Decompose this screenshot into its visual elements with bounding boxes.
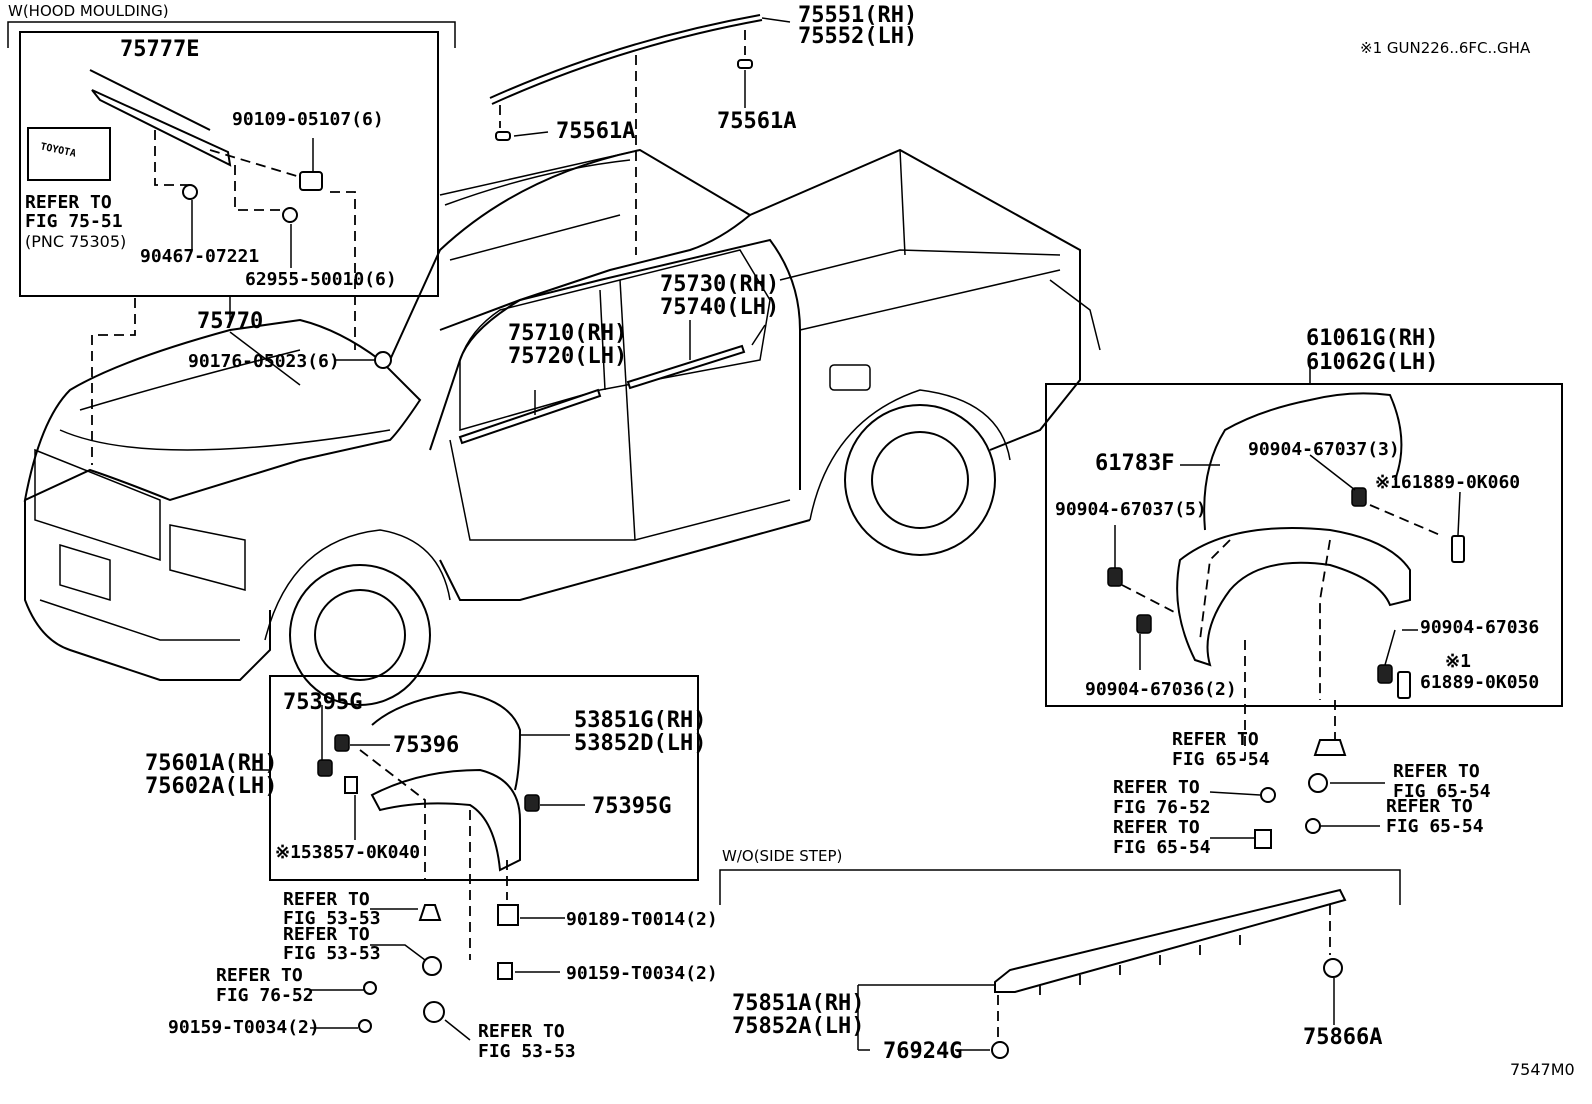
label-90904-67037-5: 90904-67037(5) [1055,499,1207,520]
label-75551: 75551(RH) [798,3,918,28]
label-62955: 62955-50010(6) [245,269,397,290]
nut-90176 [374,351,392,369]
label-refer-76-52-b1: REFER TO [216,965,303,986]
mudguard-61783F [1203,392,1403,531]
label-61783F: 61783F [1095,451,1175,476]
applicability-note: ※1 GUN226..6FC..GHA [1360,39,1531,57]
clip-90467 [182,184,198,200]
label-refer-65-54-b1: REFER TO [1393,761,1480,782]
hood-bracket [7,21,456,48]
label-refer-65-54-d2: FIG 65-54 [1386,816,1484,837]
label-90109: 90109-05107(6) [232,109,384,130]
label-90467: 90467-07221 [140,246,260,267]
label-75396: 75396 [393,733,460,758]
label-75770: 75770 [197,309,264,334]
label-90904-67037-3: 90904-67037(3) [1248,439,1400,460]
rear-fender-flare [1176,527,1411,667]
rocker-moulding [994,888,1347,993]
label-refer-53-53-b1: REFER TO [283,924,370,945]
label-refer-65-54-a1: REFER TO [1172,729,1259,750]
label-75851A: 75851A(RH) [732,991,865,1016]
label-90904-67036: 90904-67036 [1420,617,1540,638]
label-75710: 75710(RH) [508,321,628,346]
front-door-moulding [458,388,602,445]
label-76924G: 76924G [883,1039,963,1064]
label-refer-75-51-line3: (PNC 75305) [25,232,127,251]
label-refer-53-53-b2: FIG 53-53 [283,943,381,964]
label-refer-76-52-b2: FIG 76-52 [216,985,314,1006]
label-refer-53-53-a2: FIG 53-53 [283,908,381,929]
label-75602A: 75602A(LH) [145,774,278,799]
label-90904-67036-2: 90904-67036(2) [1085,679,1237,700]
side-step-bracket [719,869,1401,905]
front-fender-fasteners [317,734,540,812]
label-refer-53-53-a1: REFER TO [283,889,370,910]
label-75561A-left: 75561A [556,119,636,144]
label-75720: 75720(LH) [508,344,628,369]
label-refer-76-52-a2: FIG 76-52 [1113,797,1211,818]
front-fender-flare [370,768,521,872]
label-53851G: 53851G(RH) [574,708,707,733]
front-clip-group [358,904,519,1033]
label-note-1: ※1 [1445,651,1471,672]
mudguard-front [371,690,522,791]
label-53857-0K040: ※153857-0K040 [275,842,421,863]
rear-fender-box [1045,383,1563,707]
label-61889-0K060: ※161889-0K060 [1375,472,1521,493]
clip-75866A [1323,958,1343,978]
hood-moulding-group-label: W(HOOD MOULDING) [8,2,169,20]
label-75395G-top: 75395G [283,690,363,715]
label-refer-53-53-c1: REFER TO [478,1021,565,1042]
clip-62955 [282,207,298,223]
label-75552: 75552(LH) [798,24,918,49]
label-75730: 75730(RH) [660,272,780,297]
label-75395G-right: 75395G [592,794,672,819]
label-refer-65-54-d1: REFER TO [1386,796,1473,817]
label-61061G: 61061G(RH) [1306,326,1439,351]
label-refer-75-51-line2: FIG 75-51 [25,211,123,232]
toyota-badge-frame [27,127,111,181]
label-refer-53-53-c2: FIG 53-53 [478,1041,576,1062]
label-refer-76-52-a1: REFER TO [1113,777,1200,798]
roof-moulding-part [489,14,761,99]
label-refer-65-54-a2: FIG 65-54 [1172,749,1270,770]
label-refer-75-51-line1: REFER TO [25,192,112,213]
label-refer-65-54-c1: REFER TO [1113,817,1200,838]
clip-75561A-left [495,131,511,141]
figure-code: 7547M0 [1510,1060,1575,1079]
side-step-group-label: W/O(SIDE STEP) [722,847,843,865]
hood-moulding-box [19,31,439,297]
label-61062G: 61062G(LH) [1306,350,1439,375]
truck-illustration [23,148,1101,706]
label-75777E: 75777E [120,37,200,62]
label-75601A: 75601A(RH) [145,751,278,776]
label-75852A: 75852A(LH) [732,1014,865,1039]
label-90189: 90189-T0014(2) [566,909,718,930]
label-75740: 75740(LH) [660,295,780,320]
hood-moulding-part [91,89,232,167]
label-90159-left: 90159-T0034(2) [168,1017,320,1038]
bolt-90109 [299,171,323,191]
label-refer-65-54-c2: FIG 65-54 [1113,837,1211,858]
label-90159-right: 90159-T0034(2) [566,963,718,984]
label-53852D: 53852D(LH) [574,731,707,756]
rear-door-moulding [626,344,746,390]
front-fender-box [269,675,699,881]
clip-76924G [991,1041,1009,1059]
clip-75561A-right [737,59,753,69]
label-refer-65-54-b2: FIG 65-54 [1393,781,1491,802]
label-75866A: 75866A [1303,1025,1383,1050]
label-61889-0K050: 61889-0K050 [1420,672,1540,693]
label-90176: 90176-05023(6) [188,351,340,372]
moulding-upper-line [89,69,211,131]
label-75561A-right: 75561A [717,109,797,134]
